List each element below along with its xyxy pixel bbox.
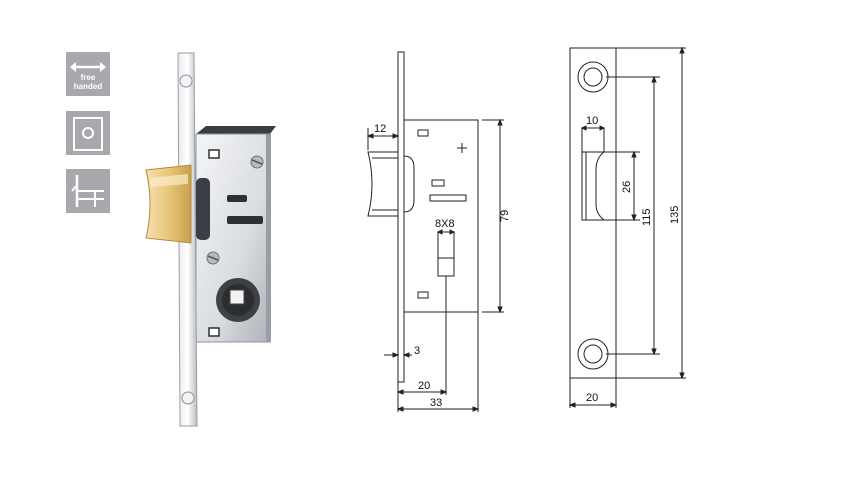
free-handed-label-line1: free — [80, 73, 96, 82]
double-arrow-icon — [70, 62, 106, 72]
strike-plate-outline — [569, 47, 617, 379]
body-slot-bottom — [208, 327, 220, 337]
dim-faceplate-thickness: 3 — [414, 345, 420, 357]
dim-keyhole-size: 8X8 — [435, 218, 455, 230]
drawing-keyhole — [437, 257, 455, 277]
dim-faceplate-width: 12 — [374, 123, 386, 135]
dim-overall-depth: 33 — [430, 397, 442, 409]
free-handed-badge: free handed — [66, 52, 110, 96]
lock-body-edge — [266, 134, 271, 342]
drawing-lock-body — [403, 119, 479, 313]
strike-dimension-lines — [568, 46, 685, 408]
lock-side-view-drawing — [367, 51, 504, 412]
faceplate-screw-hole-bottom — [181, 391, 195, 405]
latch-bolt-highlight — [150, 174, 188, 187]
dim-backset: 20 — [418, 380, 430, 392]
backset-badge — [66, 169, 110, 213]
deadbolt-slot-lower — [227, 216, 263, 224]
square-plate-circle-icon — [73, 117, 103, 151]
strike-screw-hole-bottom — [577, 338, 609, 370]
drawing-latch-bolt — [367, 151, 399, 217]
deadbolt-slot-upper — [227, 195, 247, 202]
strike-plate-drawing — [569, 47, 686, 408]
cylinder-plate-badge — [66, 111, 110, 155]
dim-lock-body-height: 79 — [499, 210, 511, 222]
lock-body-top — [196, 126, 276, 134]
strike-latch-opening — [581, 151, 606, 221]
dim-strike-length: 135 — [669, 206, 681, 224]
latch-slot — [196, 178, 210, 240]
dim-strike-hole-spacing: 115 — [641, 208, 653, 226]
dim-strike-slot-height: 26 — [621, 181, 633, 193]
keyhole-square — [229, 289, 245, 305]
backset-profile-icon — [71, 175, 104, 207]
drawing-faceplate — [397, 51, 405, 383]
lock-product-image — [145, 52, 276, 427]
strike-screw-hole-top — [577, 61, 609, 93]
dim-strike-width: 20 — [586, 392, 598, 404]
faceplate-screw-hole-top — [179, 74, 193, 88]
body-slot-top — [208, 149, 220, 159]
free-handed-label-line2: handed — [73, 82, 103, 91]
side-view-dimension-lines — [366, 118, 503, 412]
dim-strike-opening-width: 10 — [586, 115, 598, 127]
